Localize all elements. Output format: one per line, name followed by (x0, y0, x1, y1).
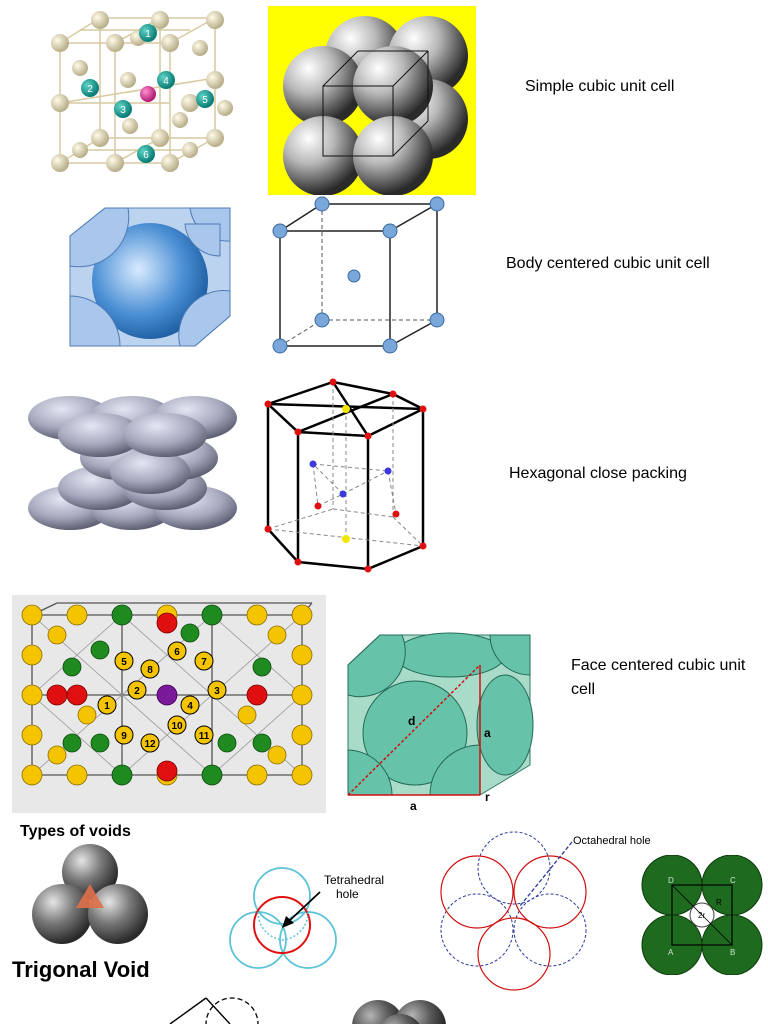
bcc-lattice-figure (262, 196, 462, 360)
square-corner-label: D (668, 876, 674, 885)
square-mark: 2r (698, 911, 705, 920)
bcc-cut-cell-figure (50, 196, 250, 360)
trigonal-void-label: Trigonal Void (12, 957, 150, 982)
square-corner-label: B (730, 948, 735, 957)
fcc-lattice-number: 6 (174, 647, 180, 658)
fcc-lattice-number: 11 (199, 731, 210, 742)
fcc-a-side-label: a (484, 726, 491, 740)
caption-simple-cubic: Simple cubic unit cell (525, 78, 675, 95)
octa-number: 1 (145, 29, 151, 40)
octahedral-hole-label: Octahedral hole (573, 835, 651, 847)
octa-number: 5 (202, 95, 208, 106)
square-corner-label: C (730, 876, 736, 885)
fcc-d-label: d (408, 714, 415, 728)
partial-dashed-figure (160, 994, 270, 1024)
octahedral-hole-figure: Octahedral hole (432, 830, 662, 1000)
caption-hcp: Hexagonal close packing (509, 465, 687, 482)
fcc-cut-cell-figure: d a a r (340, 625, 540, 820)
fcc-lattice-number: 1 (104, 701, 110, 712)
hcp-lattice-figure (258, 374, 438, 574)
fcc-lattice-number: 9 (121, 731, 127, 742)
partial-spheres-figure (330, 990, 470, 1024)
fcc-lattice-number: 8 (147, 665, 153, 676)
octa-number: 2 (87, 84, 93, 95)
fcc-lattice-number: 7 (201, 657, 207, 668)
square-mark: R (716, 898, 722, 907)
octa-number: 6 (143, 150, 149, 161)
tetrahedral-label-line2: hole (336, 887, 359, 901)
square-corner-label: A (668, 948, 674, 957)
octahedral-lattice-figure: 1 2 3 4 5 6 (40, 8, 245, 198)
fcc-lattice-number: 5 (121, 657, 127, 668)
fcc-lattice-number: 3 (214, 686, 220, 697)
fcc-r-label: r (485, 790, 490, 804)
square-void-figure: 2r R D C A B (640, 855, 765, 975)
octa-number: 4 (163, 76, 169, 87)
simple-cubic-spheres-figure (268, 6, 476, 195)
octa-number: 3 (120, 105, 126, 116)
fcc-lattice-number: 10 (171, 721, 183, 732)
tetrahedral-label-line1: Tetrahedral (324, 873, 384, 887)
types-of-voids-heading: Types of voids (20, 823, 131, 840)
caption-fcc: Face centered cubic unit cell (571, 657, 746, 698)
tetrahedral-hole-figure: Tetrahedral hole (220, 860, 405, 990)
fcc-lattice-figure: 1 2 3 4 5 6 7 8 9 10 11 12 (12, 595, 326, 813)
trigonal-void-figure (30, 842, 150, 948)
fcc-a-bottom-label: a (410, 799, 417, 813)
fcc-lattice-number: 4 (187, 701, 193, 712)
caption-bcc: Body centered cubic unit cell (506, 255, 710, 272)
fcc-lattice-number: 12 (144, 739, 156, 750)
fcc-lattice-number: 2 (134, 686, 140, 697)
hcp-spheres-figure (20, 390, 245, 530)
